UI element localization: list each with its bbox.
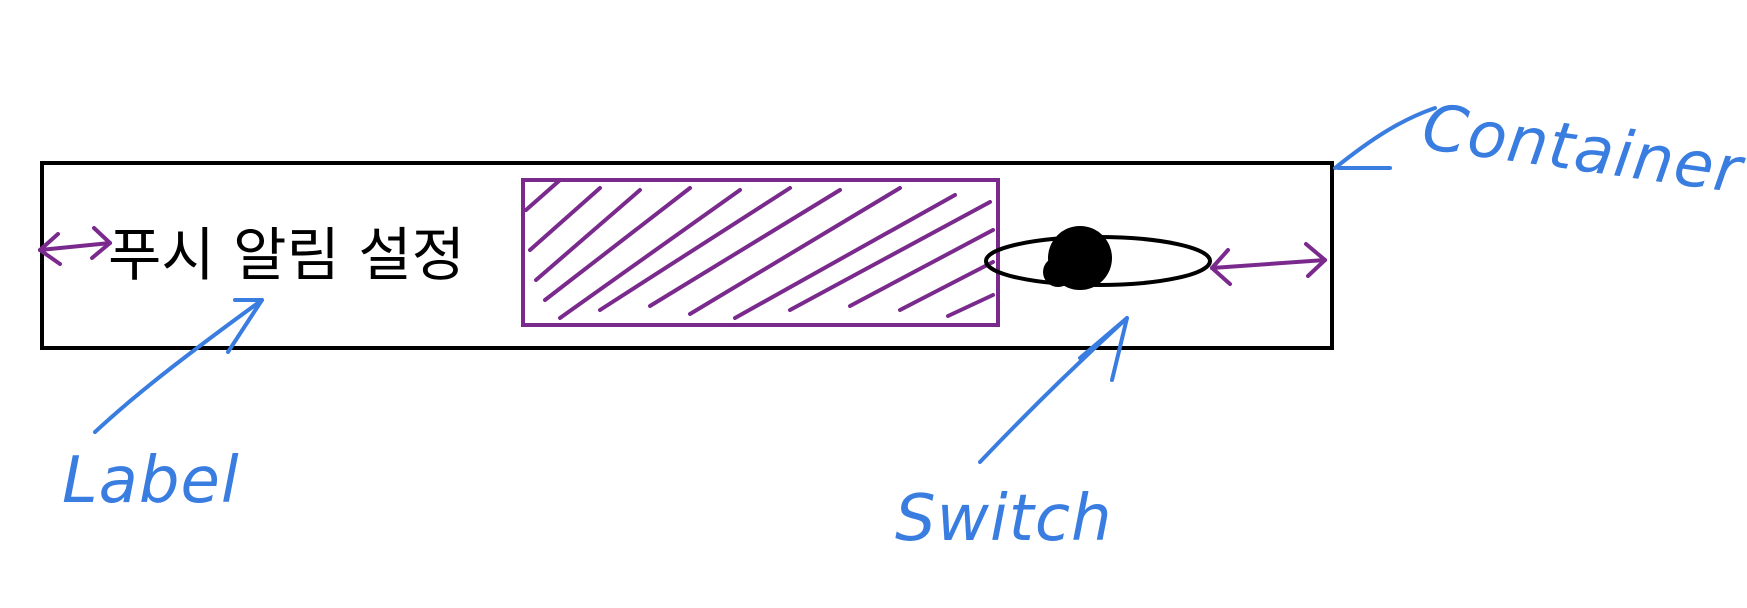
flex-spacer xyxy=(521,178,1000,327)
container-callout: Container xyxy=(1418,91,1747,209)
switch-callout-arrow xyxy=(978,316,1129,464)
container-box xyxy=(40,161,1334,350)
label-callout-arrow xyxy=(93,298,264,434)
right-padding-arrow xyxy=(1210,242,1327,286)
toggle-switch[interactable] xyxy=(984,226,1212,290)
label-callout: Label xyxy=(62,444,240,518)
container-callout-arrow xyxy=(1333,106,1437,170)
switch-knob-bump xyxy=(1043,257,1073,287)
container-label: 푸시 알림 설정 xyxy=(108,221,465,289)
left-padding-arrow xyxy=(38,226,112,266)
switch-callout: Switch xyxy=(895,482,1113,556)
